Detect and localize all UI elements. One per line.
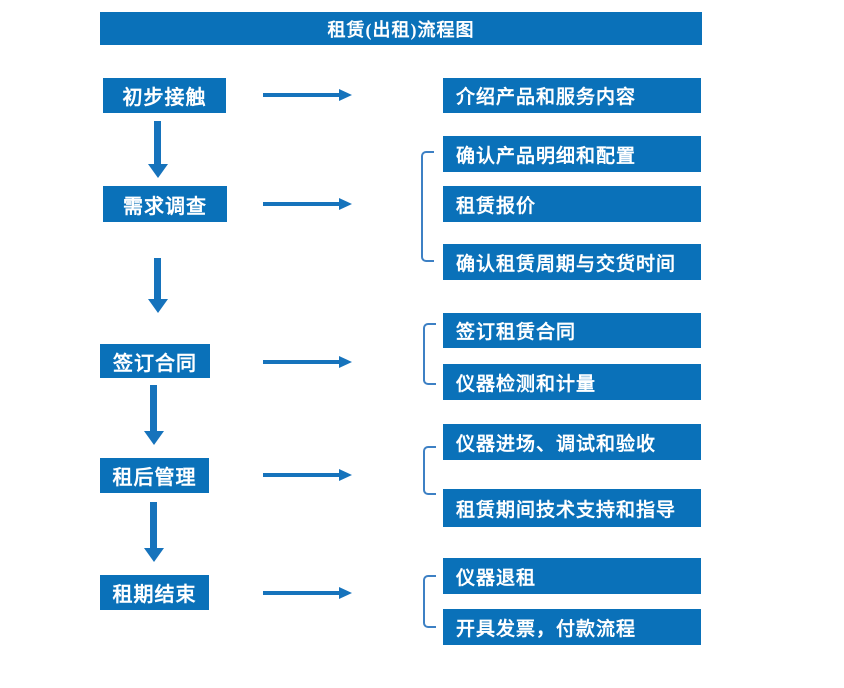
step-box-demand-survey: 需求调查 [103, 186, 227, 222]
detail-box-confirm-period-delivery: 确认租赁周期与交货时间 [443, 244, 701, 280]
detail-box-introduce-products: 介绍产品和服务内容 [443, 78, 701, 113]
arrow-right-icon [263, 360, 339, 364]
arrow-down-icon [154, 258, 161, 299]
arrow-down-icon [150, 385, 157, 431]
arrow-right-icon [263, 591, 339, 595]
arrow-right-icon [263, 473, 339, 477]
bracket-group-post-rental [423, 446, 436, 495]
step-box-sign-contract: 签订合同 [100, 344, 210, 378]
detail-box-instrument-setup-acceptance: 仪器进场、调试和验收 [443, 424, 701, 460]
detail-box-rental-quote: 租赁报价 [443, 186, 701, 222]
flowchart-title: 租赁(出租)流程图 [100, 12, 702, 45]
detail-box-confirm-product-config: 确认产品明细和配置 [443, 136, 701, 172]
detail-box-tech-support: 租赁期间技术支持和指导 [443, 489, 701, 527]
detail-box-instrument-test-measure: 仪器检测和计量 [443, 364, 701, 400]
detail-box-sign-rental-contract: 签订租赁合同 [443, 313, 701, 348]
bracket-group-sign-contract [423, 323, 436, 385]
detail-box-invoice-payment: 开具发票，付款流程 [443, 609, 701, 645]
arrow-down-icon [150, 502, 157, 548]
bracket-group-rental-end [423, 575, 436, 628]
bracket-group-demand-survey [421, 151, 434, 262]
step-box-initial-contact: 初步接触 [103, 78, 226, 113]
detail-box-instrument-return: 仪器退租 [443, 558, 701, 594]
step-box-post-rental-management: 租后管理 [100, 458, 209, 493]
arrow-right-icon [263, 93, 339, 97]
arrow-down-icon [154, 121, 161, 164]
arrow-right-icon [263, 202, 339, 206]
step-box-rental-end: 租期结束 [100, 575, 209, 610]
